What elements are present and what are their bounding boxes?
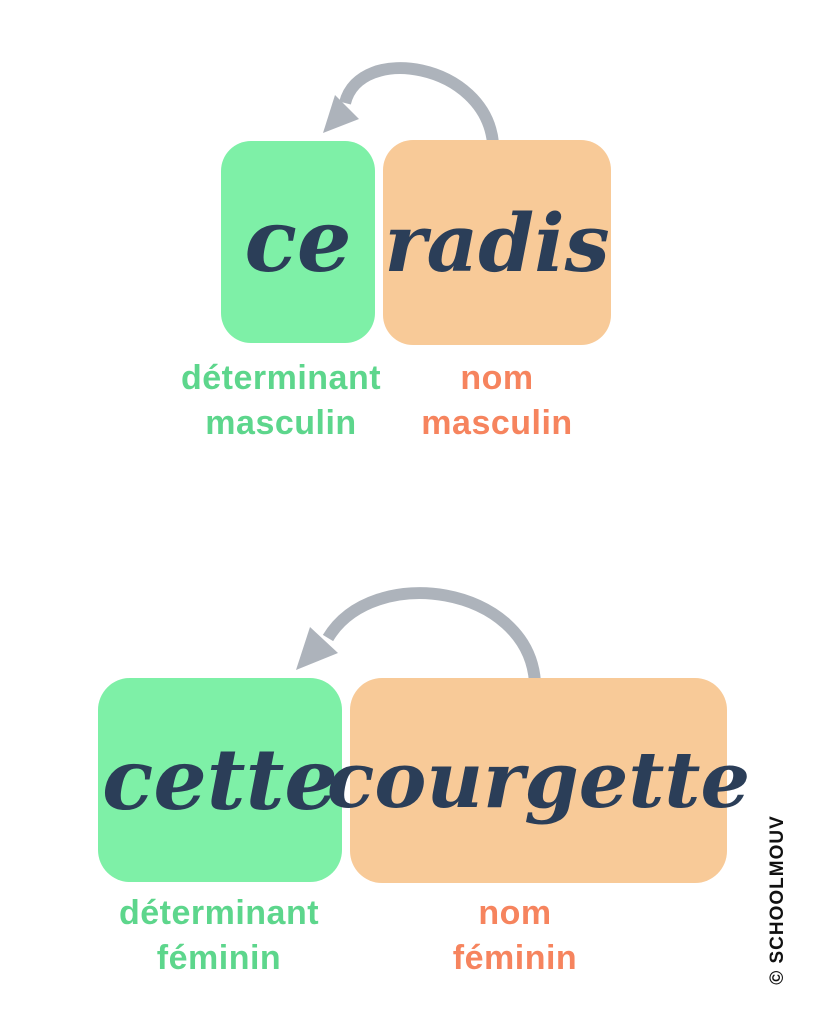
determiner-box-masculin: ce bbox=[221, 141, 375, 343]
noun-word-feminin: courgette bbox=[326, 734, 751, 826]
determiner-box-feminin: cette bbox=[98, 678, 342, 882]
noun-label-line2: masculin bbox=[421, 404, 573, 442]
curved-arrow-icon bbox=[323, 62, 499, 144]
determiner-word-feminin: cette bbox=[102, 730, 338, 829]
curved-arrow-icon bbox=[296, 587, 541, 683]
schoolmouv-watermark: © SCHOOLMOUV bbox=[767, 815, 788, 985]
noun-label-line2: féminin bbox=[452, 939, 578, 977]
determiner-label-line2: masculin bbox=[205, 404, 357, 442]
noun-word-masculin: radis bbox=[384, 195, 610, 290]
noun-label-line1: nom bbox=[478, 894, 552, 932]
noun-label-feminin: nom féminin bbox=[365, 891, 665, 981]
noun-box-feminin: courgette bbox=[327, 678, 750, 883]
determiner-word-masculin: ce bbox=[244, 191, 352, 292]
determiner-label-masculin: déterminant masculin bbox=[131, 356, 431, 446]
determiner-label-line1: déterminant bbox=[118, 894, 320, 932]
noun-box-masculin: radis bbox=[383, 140, 611, 345]
determiner-label-line2: féminin bbox=[156, 939, 282, 977]
noun-label-masculin: nom masculin bbox=[347, 356, 647, 446]
noun-label-line1: nom bbox=[460, 359, 534, 397]
determiner-label-feminin: déterminant féminin bbox=[69, 891, 369, 981]
determiner-label-line1: déterminant bbox=[180, 359, 382, 397]
